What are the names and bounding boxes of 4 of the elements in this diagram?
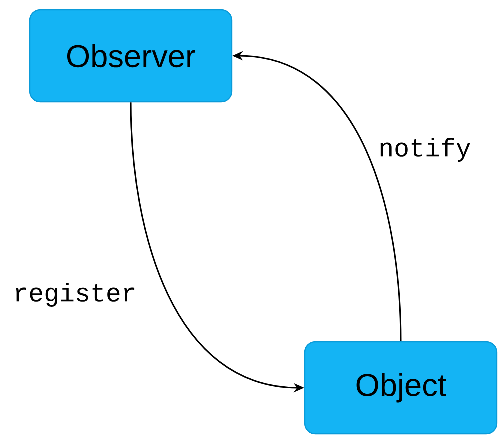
process-box: Object xyxy=(304,341,498,435)
edge-label: register xyxy=(12,282,138,308)
process-box: Observer xyxy=(29,9,233,103)
edge-label: notify xyxy=(377,136,473,164)
